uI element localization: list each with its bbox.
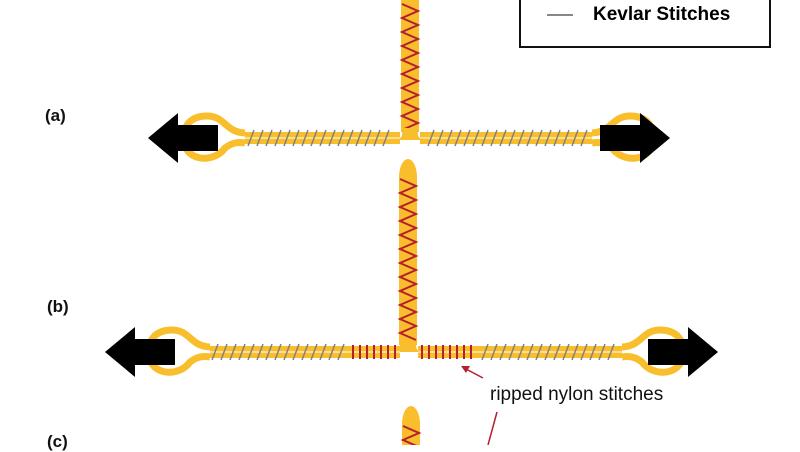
- kevlar-stitch: [463, 129, 471, 147]
- kevlar-stitch: [571, 129, 579, 147]
- kevlar-stitch: [256, 343, 264, 361]
- kevlar-stitch: [472, 129, 480, 147]
- kevlar-stitch: [337, 343, 345, 361]
- arrow-right-icon: [648, 327, 718, 377]
- kevlar-stitch: [607, 343, 615, 361]
- kevlar-stitch: [544, 343, 552, 361]
- kevlar-stitch: [301, 129, 309, 147]
- nylon-zigzag-stitches: [399, 3, 421, 131]
- kevlar-stitch: [382, 129, 390, 147]
- panel-label-a: (a): [45, 106, 66, 125]
- kevlar-stitch: [517, 343, 525, 361]
- nylon-zigzag-stitches: [397, 178, 419, 341]
- kevlar-stitch: [526, 343, 534, 361]
- kevlar-stitch: [292, 343, 300, 361]
- kevlar-stitch: [319, 343, 327, 361]
- kevlar-stitch: [427, 129, 435, 147]
- kevlar-stitch: [490, 129, 498, 147]
- kevlar-stitch: [346, 129, 354, 147]
- kevlar-stitch: [445, 129, 453, 147]
- strap-junction: [395, 342, 421, 352]
- kevlar-stitch: [580, 343, 588, 361]
- kevlar-stitch: [373, 129, 381, 147]
- kevlar-stitch: [535, 343, 543, 361]
- kevlar-stitch: [328, 129, 336, 147]
- arrow-right-icon: [600, 113, 670, 163]
- nylon-zigzag-stitches: [400, 425, 422, 445]
- kevlar-stitch: [517, 129, 525, 147]
- legend-kevlar-label: Kevlar Stitches: [593, 4, 731, 25]
- kevlar-stitch: [544, 129, 552, 147]
- kevlar-stitch: [562, 343, 570, 361]
- kevlar-stitch: [589, 343, 597, 361]
- kevlar-stitch: [562, 129, 570, 147]
- kevlar-stitch: [247, 129, 255, 147]
- kevlar-stitch: [310, 129, 318, 147]
- strap-junction: [396, 128, 424, 140]
- kevlar-stitch: [328, 343, 336, 361]
- kevlar-stitch: [364, 129, 372, 147]
- kevlar-stitch: [301, 343, 309, 361]
- kevlar-stitch: [508, 129, 516, 147]
- kevlar-stitch: [238, 343, 246, 361]
- panel-label-c: (c): [47, 432, 68, 451]
- kevlar-stitch: [283, 343, 291, 361]
- annotation-pointer: [487, 411, 498, 445]
- panel-label-b: (b): [47, 297, 69, 316]
- kevlar-stitch: [274, 343, 282, 361]
- kevlar-stitch: [436, 129, 444, 147]
- kevlar-legend-swatch: [547, 14, 573, 16]
- kevlar-stitch: [571, 343, 579, 361]
- kevlar-stitch: [274, 129, 282, 147]
- kevlar-stitch: [283, 129, 291, 147]
- kevlar-stitch: [598, 343, 606, 361]
- kevlar-stitch: [319, 129, 327, 147]
- kevlar-stitch: [265, 343, 273, 361]
- kevlar-stitch: [553, 343, 561, 361]
- kevlar-stitch: [220, 343, 228, 361]
- kevlar-stitch: [454, 129, 462, 147]
- arrow-left-icon: [148, 113, 218, 163]
- kevlar-stitch: [211, 343, 219, 361]
- kevlar-stitch: [247, 343, 255, 361]
- kevlar-stitch: [310, 343, 318, 361]
- legend: Kevlar Stitches: [519, 0, 771, 48]
- kevlar-stitch: [490, 343, 498, 361]
- kevlar-stitch: [229, 343, 237, 361]
- annotation-pointer: [465, 368, 484, 379]
- kevlar-stitch: [337, 129, 345, 147]
- kevlar-stitch: [526, 129, 534, 147]
- kevlar-stitch: [265, 129, 273, 147]
- kevlar-stitch: [553, 129, 561, 147]
- kevlar-stitch: [256, 129, 264, 147]
- arrow-left-icon: [105, 327, 175, 377]
- kevlar-stitch: [580, 129, 588, 147]
- kevlar-stitch: [535, 129, 543, 147]
- kevlar-stitch: [481, 343, 489, 361]
- kevlar-stitch: [355, 129, 363, 147]
- annotation-arrowhead: [461, 366, 470, 373]
- kevlar-stitch: [292, 129, 300, 147]
- kevlar-stitch: [499, 129, 507, 147]
- ripped-nylon-annotation: ripped nylon stitches: [490, 384, 664, 405]
- kevlar-stitch: [508, 343, 516, 361]
- kevlar-stitch: [499, 343, 507, 361]
- kevlar-stitch: [481, 129, 489, 147]
